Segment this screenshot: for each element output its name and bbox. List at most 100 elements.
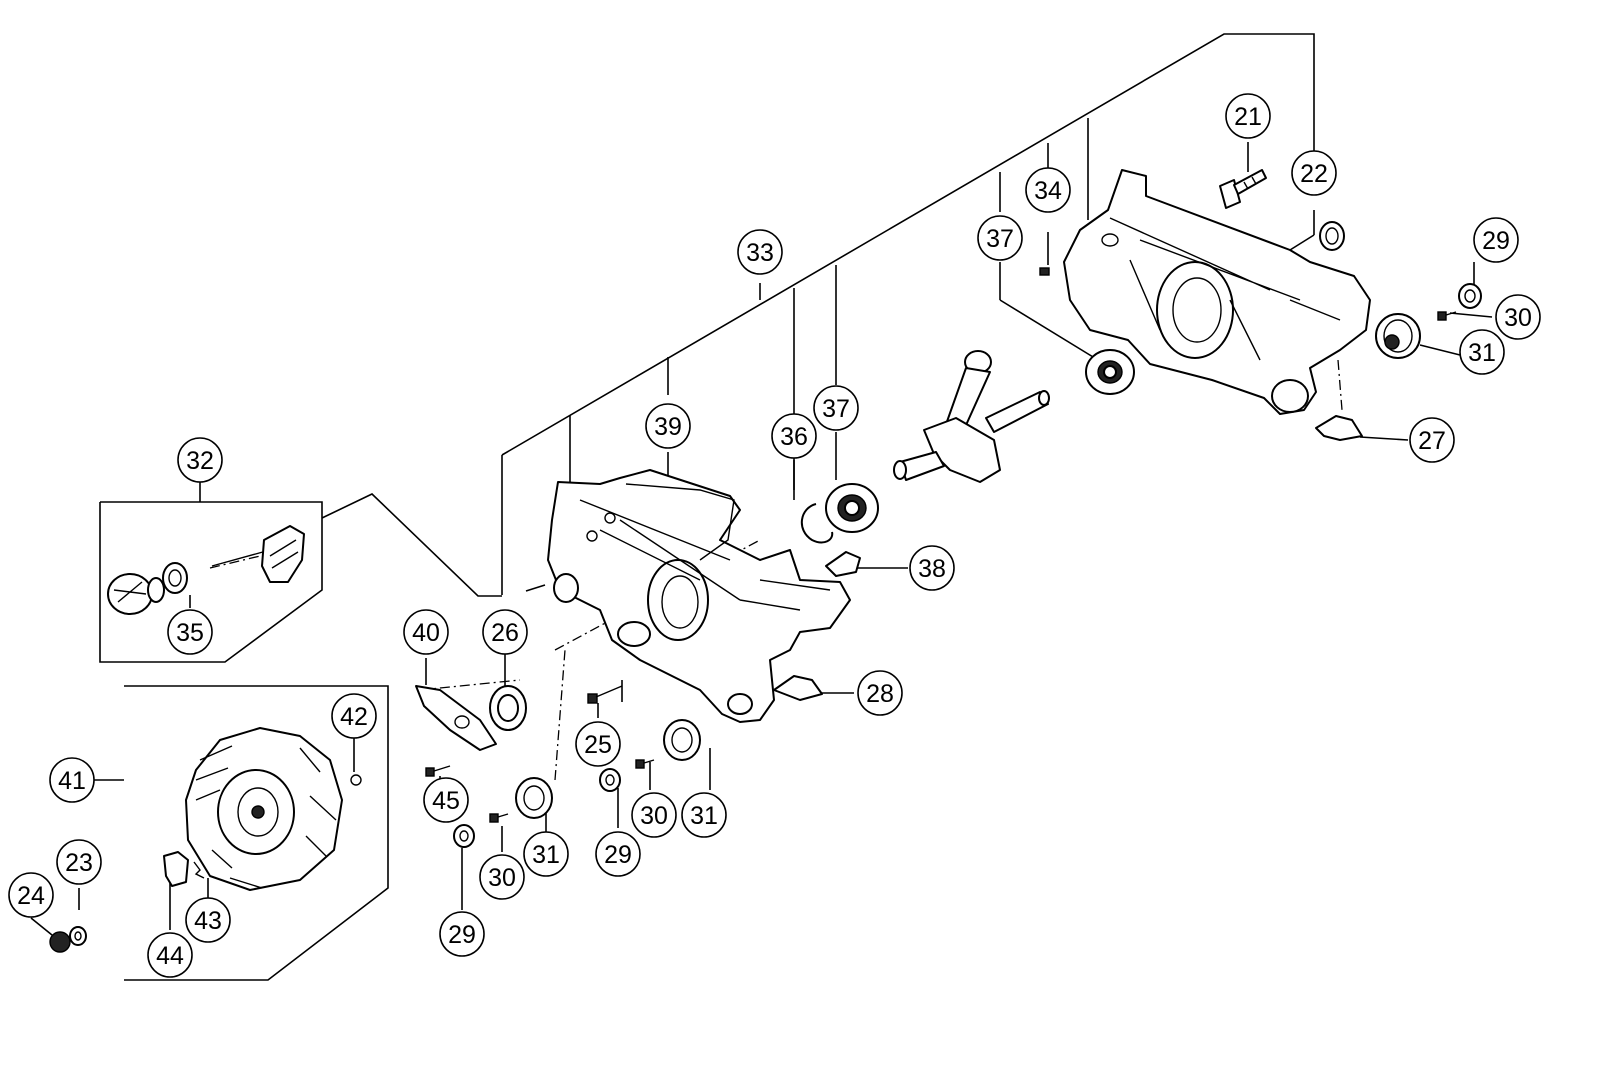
callout-circle xyxy=(177,437,223,483)
seal-22-drawing xyxy=(1319,221,1345,251)
callout-43: 43 xyxy=(185,897,231,943)
callout-24: 24 xyxy=(8,872,54,918)
right-crankcase-drawing xyxy=(1063,169,1371,415)
callout-29: 29 xyxy=(595,831,641,877)
callout-number: 43 xyxy=(194,907,222,935)
callout-23: 23 xyxy=(56,839,102,885)
callout-circle xyxy=(737,229,783,275)
callout-31: 31 xyxy=(681,792,727,838)
callout-circle xyxy=(523,831,569,877)
ring-42-drawing xyxy=(350,774,362,786)
callout-circle xyxy=(423,777,469,823)
callout-circle xyxy=(1473,217,1519,263)
callout-number: 24 xyxy=(17,882,45,910)
callout-32: 32 xyxy=(177,437,223,483)
callout-number: 28 xyxy=(866,680,894,708)
callout-number: 31 xyxy=(1468,339,1496,367)
gasket-39-drawing xyxy=(625,483,735,561)
callout-33: 33 xyxy=(737,229,783,275)
crankshaft-drawing xyxy=(893,350,1050,483)
callout-28: 28 xyxy=(857,670,903,716)
part-drawings xyxy=(49,169,1482,953)
callout-30: 30 xyxy=(631,792,677,838)
callout-number: 29 xyxy=(1482,227,1510,255)
callout-circle xyxy=(909,545,955,591)
callout-30: 30 xyxy=(479,854,525,900)
callout-number: 33 xyxy=(746,239,774,267)
oil-pump-32-drawing xyxy=(107,525,305,615)
callout-number: 21 xyxy=(1234,103,1262,131)
callout-circle xyxy=(575,721,621,767)
callout-circle xyxy=(595,831,641,877)
pawl-44-drawing xyxy=(163,851,189,887)
callout-number: 27 xyxy=(1418,427,1446,455)
callout-number: 30 xyxy=(640,802,668,830)
screw-30-right-drawing xyxy=(1437,311,1457,321)
callout-circle xyxy=(857,670,903,716)
callout-number: 31 xyxy=(690,802,718,830)
screw-25-drawing xyxy=(587,685,623,704)
callout-40: 40 xyxy=(403,609,449,655)
callout-25: 25 xyxy=(575,721,621,767)
callout-number: 42 xyxy=(340,703,368,731)
callout-circle xyxy=(771,413,817,459)
screw-30-left-drawing xyxy=(489,813,509,823)
callout-31: 31 xyxy=(1459,329,1505,375)
callout-circle xyxy=(482,609,528,655)
callout-circle xyxy=(1225,93,1271,139)
callout-number: 41 xyxy=(58,767,86,795)
seal-26-drawing xyxy=(489,685,527,731)
callout-circle xyxy=(1025,167,1071,213)
callout-circle xyxy=(439,911,485,957)
callout-circle xyxy=(56,839,102,885)
callout-circle xyxy=(403,609,449,655)
callout-37: 37 xyxy=(813,385,859,431)
callout-number: 40 xyxy=(412,619,440,647)
snap-ring-36-drawing xyxy=(801,503,834,544)
callout-circle xyxy=(167,609,213,655)
screw-30-center-drawing xyxy=(635,759,655,769)
callout-31: 31 xyxy=(523,831,569,877)
bearing-37-right-drawing xyxy=(1085,349,1135,395)
callout-35: 35 xyxy=(167,609,213,655)
callout-39: 39 xyxy=(645,403,691,449)
callout-number: 30 xyxy=(1504,304,1532,332)
bushing-29-center-drawing xyxy=(599,768,621,792)
callout-number: 34 xyxy=(1034,177,1062,205)
callout-42: 42 xyxy=(331,693,377,739)
callout-circle xyxy=(645,403,691,449)
callout-27: 27 xyxy=(1409,417,1455,463)
callout-circle xyxy=(1409,417,1455,463)
callout-number: 44 xyxy=(156,942,184,970)
callout-number: 23 xyxy=(65,849,93,877)
nut-24-drawing xyxy=(49,931,71,953)
bushing-29-left-drawing xyxy=(453,824,475,848)
callout-number: 30 xyxy=(488,864,516,892)
callout-number: 31 xyxy=(532,841,560,869)
callout-number: 25 xyxy=(584,731,612,759)
bracket-38-drawing xyxy=(825,551,861,577)
flywheel-41-drawing xyxy=(185,727,343,891)
callout-circle xyxy=(185,897,231,943)
callout-number: 36 xyxy=(780,423,808,451)
callout-circle xyxy=(813,385,859,431)
callout-circle xyxy=(147,932,193,978)
callout-circle xyxy=(1495,294,1541,340)
callout-41: 41 xyxy=(49,757,95,803)
callout-44: 44 xyxy=(147,932,193,978)
callout-22: 22 xyxy=(1291,150,1337,196)
buffer-31-center-drawing xyxy=(663,719,701,761)
callout-circle xyxy=(1291,150,1337,196)
pin-34-drawing xyxy=(1039,267,1050,276)
bracket-28-drawing xyxy=(773,675,823,701)
buffer-31-left-drawing xyxy=(515,777,553,819)
callout-number: 29 xyxy=(604,841,632,869)
screw-45-drawing xyxy=(425,765,451,777)
callout-circle xyxy=(479,854,525,900)
callout-29: 29 xyxy=(1473,217,1519,263)
callout-number: 22 xyxy=(1300,160,1328,188)
callout-29: 29 xyxy=(439,911,485,957)
washer-23-drawing xyxy=(69,926,87,946)
